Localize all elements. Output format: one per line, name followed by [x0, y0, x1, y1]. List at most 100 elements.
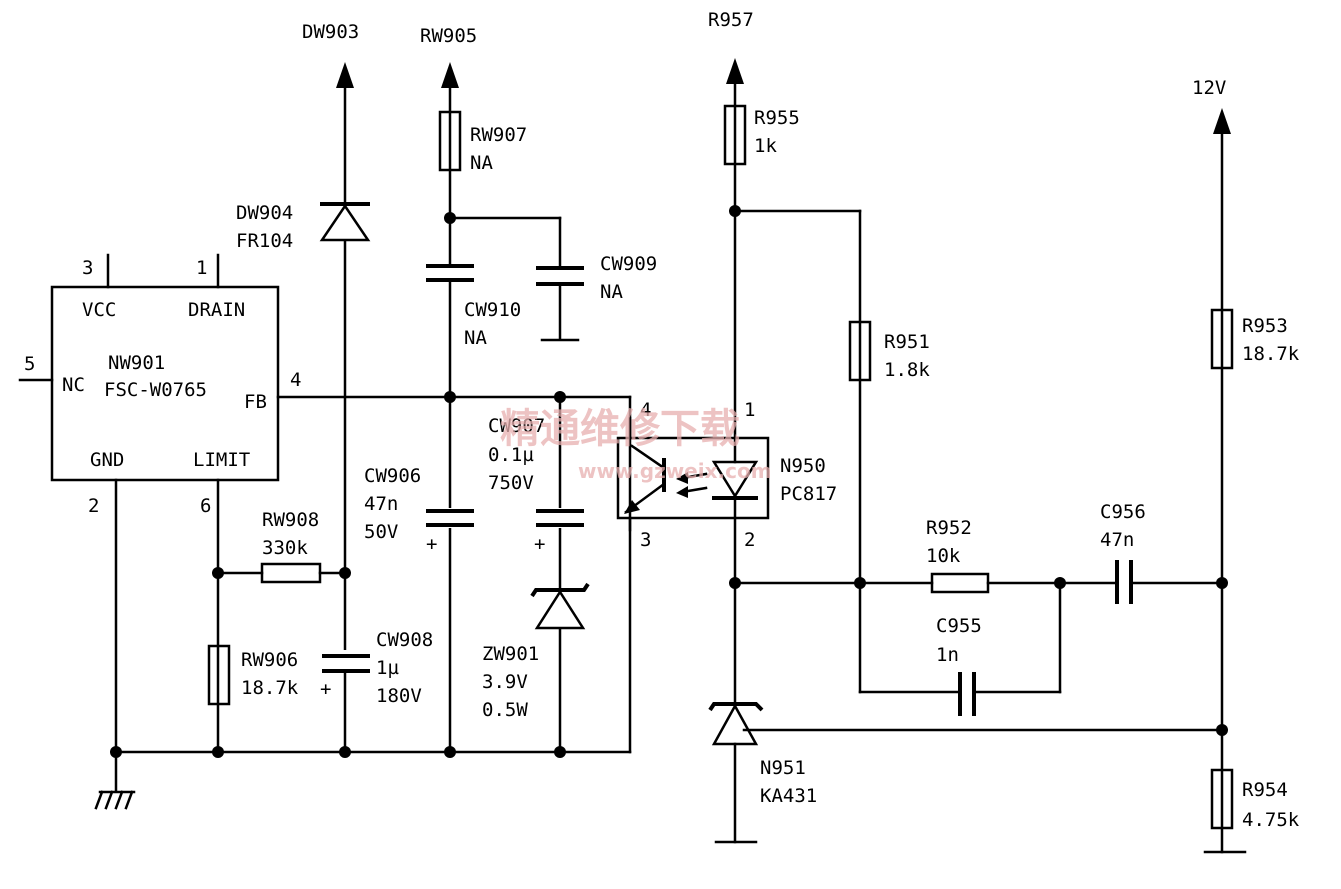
r952-value: 10k	[926, 545, 961, 567]
arrow-rw905: RW905	[420, 25, 477, 754]
junction-dot	[554, 746, 566, 758]
cw908-rating: 180V	[376, 685, 422, 707]
junction-dot	[1216, 577, 1228, 589]
ground-rail-primary	[98, 395, 632, 794]
n951-part: KA431	[760, 785, 817, 807]
zener-zw901: ZW901 3.9V 0.5W	[482, 582, 590, 721]
junction-dot	[339, 567, 351, 579]
resistor-r951: R951 1.8k	[733, 209, 930, 694]
junction-dot	[1054, 577, 1066, 589]
arrow-label-rw905: RW905	[420, 25, 477, 47]
junction-dot	[444, 391, 456, 403]
resistor-r953: R953 18.7k	[1210, 308, 1300, 370]
ic-pin-label-gnd: GND	[90, 449, 124, 471]
r955-ref: R955	[754, 107, 800, 129]
cw906-polarity: +	[426, 533, 437, 555]
arrow-dw903: DW903	[302, 21, 359, 754]
junction-dot	[110, 746, 122, 758]
resistor-r954: R954 4.75k	[1210, 768, 1300, 831]
r955-value: 1k	[754, 135, 777, 157]
r953-value: 18.7k	[1242, 343, 1300, 365]
arrow-label-dw903: DW903	[302, 21, 359, 43]
r953-ref: R953	[1242, 315, 1288, 337]
ic-pin-number-6: 6	[200, 495, 211, 517]
cw907-value: 0.1µ	[488, 444, 534, 466]
ground-icon	[94, 790, 134, 810]
shunt-regulator-n951: N951 KA431	[708, 702, 1224, 844]
capacitor-cw908: + CW908 1µ 180V	[320, 629, 433, 707]
n950-pin-4: 4	[640, 399, 651, 421]
junction-dot	[212, 567, 224, 579]
junction-dot	[1216, 724, 1228, 736]
r954-ref: R954	[1242, 779, 1288, 801]
cw910-ref: CW910	[464, 299, 521, 321]
cw910-value: NA	[464, 327, 487, 349]
cw907-ref: CW907	[488, 415, 545, 437]
ic-pin-label-nc: NC	[62, 374, 85, 396]
arrow-label-12v: 12V	[1192, 77, 1226, 99]
junction-dot	[729, 205, 741, 217]
dw904-value: FR104	[236, 230, 293, 252]
cw908-polarity: +	[320, 678, 331, 700]
capacitor-c955: C955 1n	[858, 581, 1062, 716]
cw909-value: NA	[600, 281, 623, 303]
r951-ref: R951	[884, 331, 930, 353]
cw907-rating: 750V	[488, 472, 534, 494]
cw906-value: 47n	[364, 493, 398, 515]
capacitor-c956: C956 47n	[1100, 501, 1224, 604]
r954-value: 4.75k	[1242, 809, 1300, 831]
c955-ref: C955	[936, 615, 982, 637]
capacitor-cw907: + CW907 0.1µ 750V	[488, 395, 586, 754]
n950-part: PC817	[780, 483, 837, 505]
rw908-value: 330k	[262, 537, 308, 559]
n951-ref: N951	[760, 757, 806, 779]
zw901-power: 0.5W	[482, 699, 528, 721]
ic-pin-number-3: 3	[82, 257, 93, 279]
junction-dot	[212, 746, 224, 758]
capacitor-cw910: CW910 NA	[424, 264, 521, 349]
arrow-label-r957: R957	[708, 9, 754, 31]
junction-dot	[444, 212, 456, 224]
zw901-ref: ZW901	[482, 643, 539, 665]
rw906-ref: RW906	[241, 649, 298, 671]
ic-pin-number-4: 4	[290, 369, 301, 391]
junction-dot	[729, 577, 741, 589]
watermark: 精通维修下载 www.gzweix.com	[500, 406, 772, 483]
dw904-ref: DW904	[236, 202, 293, 224]
r951-value: 1.8k	[884, 359, 930, 381]
cw909-ref: CW909	[600, 253, 657, 275]
rw907-ref: RW907	[470, 124, 527, 146]
ic-pin-label-vcc: VCC	[82, 299, 116, 321]
n950-ref: N950	[780, 455, 826, 477]
arrow-r957: R957	[708, 9, 754, 704]
c956-value: 47n	[1100, 529, 1134, 551]
rw908-ref: RW908	[262, 509, 319, 531]
r952-ref: R952	[926, 517, 972, 539]
c955-value: 1n	[936, 644, 959, 666]
junction-dot	[444, 746, 456, 758]
optocoupler-n950: 4 1 3 2 N950 PC817	[616, 399, 837, 551]
rw907-value: NA	[470, 152, 493, 174]
resistor-rw907: RW907 NA	[438, 110, 527, 174]
resistor-r955: R955 1k	[723, 104, 800, 166]
watermark-text: 精通维修下载	[500, 406, 740, 452]
ic-pin-label-drain: DRAIN	[188, 299, 245, 321]
cw906-ref: CW906	[364, 465, 421, 487]
arrow-12v: 12V	[1192, 77, 1247, 854]
capacitor-cw906: + CW906 47n 50V	[364, 465, 476, 555]
ic-ref: NW901	[108, 352, 165, 374]
cw908-ref: CW908	[376, 629, 433, 651]
ic-pin-number-5: 5	[24, 353, 35, 375]
n950-pin-2: 2	[744, 529, 755, 551]
watermark-url: www.gzweix.com	[578, 459, 772, 483]
n950-pin-1: 1	[744, 399, 755, 421]
cw907-polarity: +	[534, 533, 545, 555]
rw906-value: 18.7k	[241, 677, 299, 699]
resistor-rw906: RW906 18.7k	[207, 644, 299, 706]
ic-pin-number-1: 1	[196, 257, 207, 279]
resistor-r952: R952 10k	[733, 517, 1117, 594]
ic-nw901: VCC DRAIN NW901 NC FSC-W0765 FB GND LIMI…	[18, 253, 632, 792]
n950-pin-3: 3	[640, 529, 651, 551]
ic-pin-label-fb: FB	[244, 391, 267, 413]
